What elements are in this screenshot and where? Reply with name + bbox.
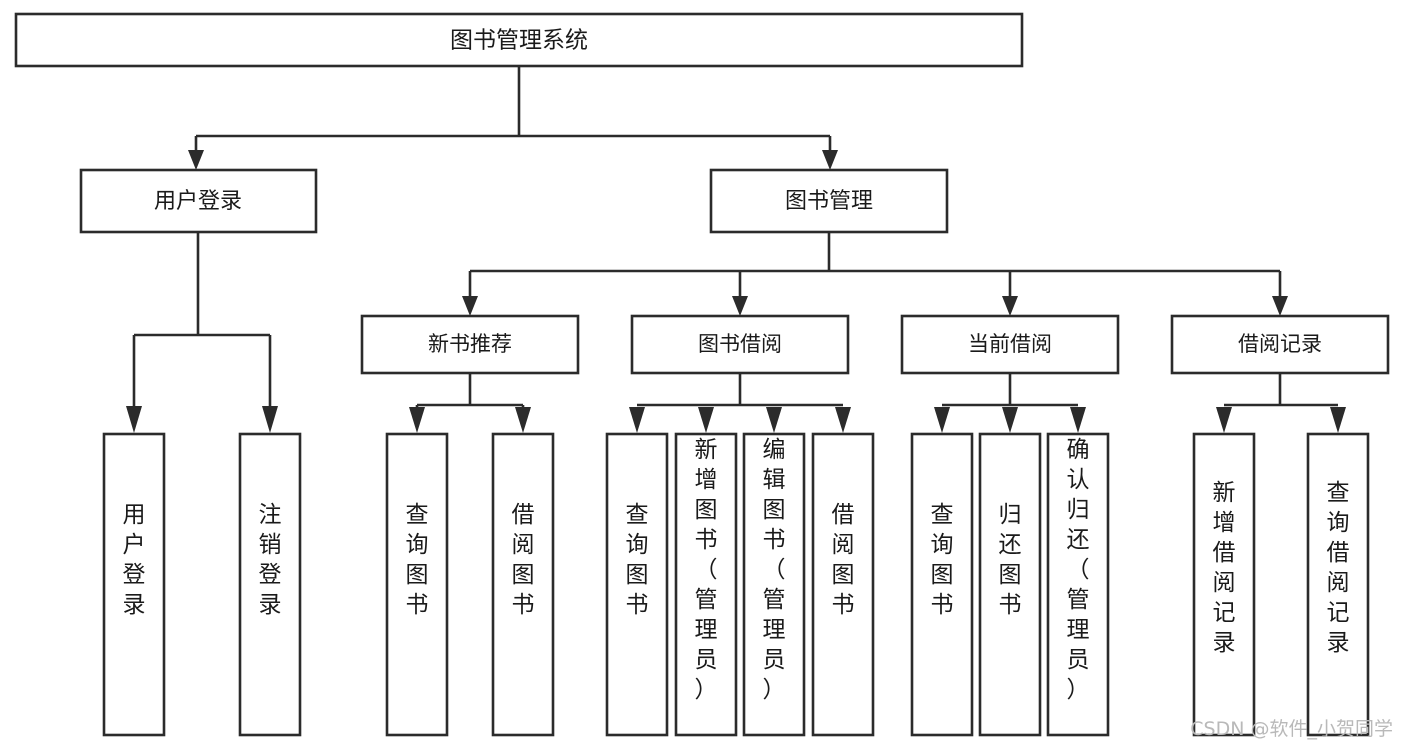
leaf-label: 查询图书 [406, 502, 429, 618]
arrow-current-borrow-leaf3 [1070, 407, 1086, 433]
leaf-label: 注销登录 [259, 502, 282, 618]
leaf-node[interactable]: 编辑图书（管理员） [742, 432, 806, 737]
borrow-record-label: 借阅记录 [1238, 332, 1322, 356]
leaf-node[interactable]: 查询图书 [605, 432, 669, 737]
user-login-box[interactable] [79, 168, 318, 234]
book-borrow-box[interactable] [630, 314, 850, 375]
leaf-label: 编辑图书（管理员） [763, 437, 786, 703]
leaf-node[interactable]: 查询图书 [910, 432, 974, 737]
new-book-recommend-label: 新书推荐 [428, 332, 512, 356]
arrow-new-book-leaf1 [409, 407, 425, 433]
book-borrow-label: 图书借阅 [698, 332, 782, 356]
arrow-book-borrow-leaf4 [835, 407, 851, 433]
leaf-box[interactable] [811, 432, 875, 737]
node-new-book-recommend[interactable]: 新书推荐 [360, 314, 580, 375]
leaf-box[interactable] [674, 432, 738, 737]
leaf-label: 确认归还（管理员） [1067, 437, 1090, 703]
leaf-node[interactable]: 查询图书 [385, 432, 449, 737]
leaf-node[interactable]: 新增借阅记录 [1192, 432, 1256, 737]
arrow-to-book-manage [822, 150, 838, 170]
leaf-label: 借阅图书 [832, 502, 855, 618]
leaf-label: 用户登录 [123, 502, 146, 618]
arrow-new-book-leaf2 [515, 407, 531, 433]
leaf-node[interactable]: 归还图书 [978, 432, 1042, 737]
leaf-node[interactable]: 新增图书（管理员） [674, 432, 738, 737]
leaf-node[interactable]: 注销登录 [238, 432, 302, 737]
user-login-label: 用户登录 [154, 189, 242, 214]
arrow-borrow-record-leaf2 [1330, 407, 1346, 433]
leaf-box[interactable] [491, 432, 555, 737]
arrow-current-borrow-leaf1 [934, 407, 950, 433]
leaf-box[interactable] [102, 432, 166, 737]
leaf-label: 归还图书 [999, 502, 1022, 618]
connector-layer [126, 66, 1346, 433]
arrow-to-borrow-record [1272, 296, 1288, 316]
leaf-node[interactable]: 确认归还（管理员） [1046, 432, 1110, 737]
leaf-label: 新增借阅记录 [1213, 480, 1236, 656]
leaf-box[interactable] [910, 432, 974, 737]
node-book-borrow[interactable]: 图书借阅 [630, 314, 850, 375]
leaf-box[interactable] [742, 432, 806, 737]
arrow-book-borrow-leaf3 [766, 407, 782, 433]
root-label: 图书管理系统 [450, 28, 588, 54]
arrow-current-borrow-leaf2 [1002, 407, 1018, 433]
borrow-record-box[interactable] [1170, 314, 1390, 375]
book-management-box[interactable] [709, 168, 949, 234]
arrow-book-borrow-leaf2 [698, 407, 714, 433]
leaf-box[interactable] [1306, 432, 1370, 737]
leaf-box[interactable] [1046, 432, 1110, 737]
node-user-login[interactable]: 用户登录 [79, 168, 318, 234]
leaf-label: 查询图书 [931, 502, 954, 618]
new-book-recommend-box[interactable] [360, 314, 580, 375]
arrow-book-borrow-leaf1 [629, 407, 645, 433]
arrow-user-login-leaf1 [126, 406, 142, 433]
leaf-box[interactable] [385, 432, 449, 737]
arrow-to-user-login [188, 150, 204, 170]
node-root-book-management-system[interactable]: 图书管理系统 [14, 12, 1024, 68]
leaf-label: 新增图书（管理员） [695, 437, 718, 703]
arrow-borrow-record-leaf1 [1216, 407, 1232, 433]
root-box[interactable] [14, 12, 1024, 68]
leaf-box[interactable] [238, 432, 302, 737]
leaf-box[interactable] [1192, 432, 1256, 737]
leaf-node[interactable]: 借阅图书 [811, 432, 875, 737]
leaf-label: 查询借阅记录 [1327, 480, 1350, 656]
leaf-node[interactable]: 查询借阅记录 [1306, 432, 1370, 737]
node-book-management[interactable]: 图书管理 [709, 168, 949, 234]
arrow-to-book-borrow [732, 296, 748, 316]
arrow-to-current-borrow [1002, 296, 1018, 316]
leaf-box[interactable] [605, 432, 669, 737]
node-current-borrow[interactable]: 当前借阅 [900, 314, 1120, 375]
leaf-label: 查询图书 [626, 502, 649, 618]
leaf-label: 借阅图书 [512, 502, 535, 618]
arrow-user-login-leaf2 [262, 406, 278, 433]
node-borrow-record[interactable]: 借阅记录 [1170, 314, 1390, 375]
leaf-box[interactable] [978, 432, 1042, 737]
arrow-to-new-book [462, 296, 478, 316]
book-management-label: 图书管理 [785, 189, 873, 214]
current-borrow-box[interactable] [900, 314, 1120, 375]
leaf-node[interactable]: 借阅图书 [491, 432, 555, 737]
current-borrow-label: 当前借阅 [968, 332, 1052, 356]
leaf-node[interactable]: 用户登录 [102, 432, 166, 737]
